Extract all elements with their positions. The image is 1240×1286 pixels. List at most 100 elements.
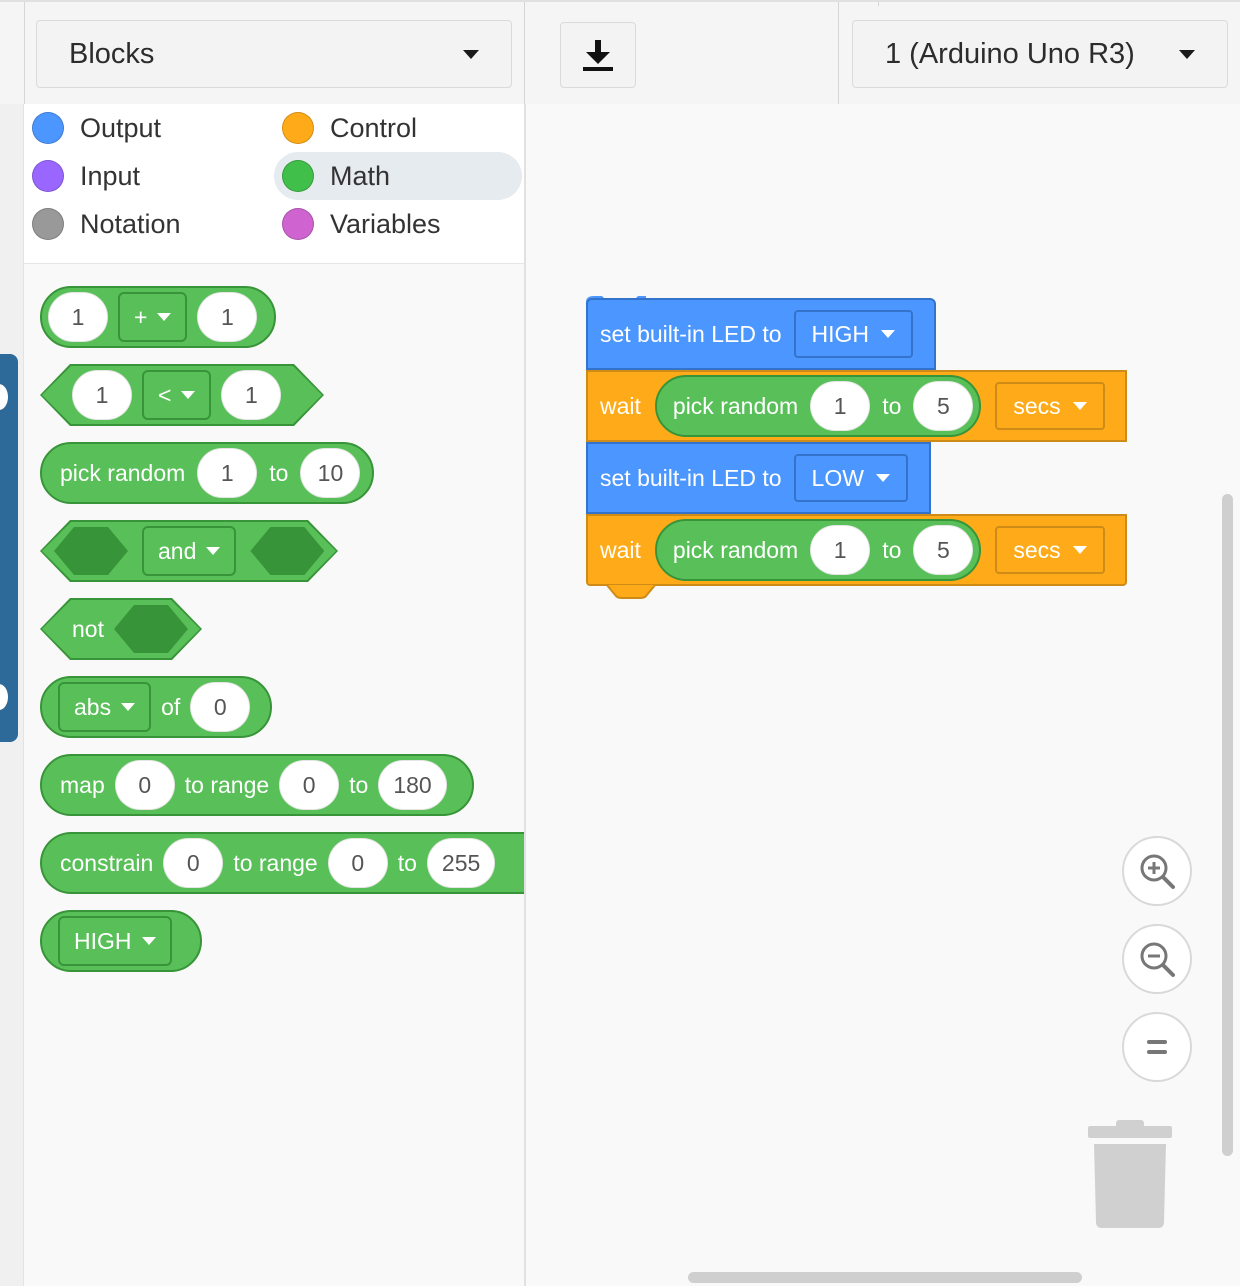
variables-category-icon bbox=[282, 208, 314, 240]
block-label: of bbox=[161, 693, 181, 720]
map-block[interactable]: map 0 to range 0 to 180 bbox=[40, 754, 474, 816]
wait-block-2[interactable]: wait pick random 1 to 5 secs bbox=[586, 514, 1127, 586]
and-dropdown[interactable]: and bbox=[142, 526, 236, 576]
control-category-icon bbox=[282, 112, 314, 144]
number-input[interactable]: 0 bbox=[190, 682, 251, 732]
and-block[interactable]: and bbox=[40, 520, 338, 582]
category-label: Notation bbox=[80, 208, 181, 239]
value-dropdown[interactable]: HIGH bbox=[58, 916, 172, 966]
zoom-in-button[interactable] bbox=[1122, 836, 1192, 906]
number-input[interactable]: 5 bbox=[913, 381, 974, 431]
block-label: to bbox=[882, 536, 902, 563]
pick-random-reporter[interactable]: pick random 1 to 5 bbox=[654, 375, 982, 437]
equals-icon bbox=[1147, 1040, 1167, 1054]
math-category-icon bbox=[282, 160, 314, 192]
category-label: Input bbox=[80, 160, 141, 191]
time-unit-dropdown[interactable]: secs bbox=[995, 526, 1105, 574]
script-workspace[interactable] bbox=[526, 104, 1240, 1286]
bottom-notch bbox=[606, 584, 656, 599]
operator-dropdown[interactable]: < bbox=[142, 370, 211, 420]
boolean-slot[interactable] bbox=[114, 605, 188, 653]
time-unit-dropdown[interactable]: secs bbox=[995, 382, 1105, 430]
toolbar: Blocks 1 (Arduino Uno R3) bbox=[0, 0, 1240, 106]
notation-category-icon bbox=[32, 208, 64, 240]
not-block[interactable]: not bbox=[40, 598, 202, 660]
high-low-block[interactable]: HIGH bbox=[40, 910, 202, 972]
vertical-scrollbar[interactable] bbox=[1222, 494, 1233, 1156]
device-dropdown[interactable]: 1 (Arduino Uno R3) bbox=[852, 20, 1228, 88]
operator-label: < bbox=[158, 381, 172, 408]
category-notation[interactable]: Notation bbox=[24, 200, 264, 248]
category-control[interactable]: Control bbox=[274, 104, 522, 152]
pick-random-reporter[interactable]: pick random 1 to 5 bbox=[654, 519, 982, 581]
led-state-dropdown[interactable]: LOW bbox=[793, 454, 908, 502]
dropdown-value: HIGH bbox=[811, 320, 870, 347]
toolbar-divider bbox=[24, 2, 25, 106]
number-input[interactable]: 1 bbox=[221, 370, 281, 420]
block-label: pick random bbox=[672, 536, 799, 563]
led-state-dropdown[interactable]: HIGH bbox=[793, 310, 914, 358]
value-label: HIGH bbox=[74, 927, 132, 954]
constrain-block[interactable]: constrain 0 to range 0 to 255 bbox=[40, 832, 524, 894]
boolean-slot[interactable] bbox=[54, 527, 128, 575]
category-output[interactable]: Output bbox=[24, 104, 264, 152]
download-button[interactable] bbox=[560, 22, 636, 88]
chevron-down-icon bbox=[1072, 546, 1087, 554]
number-input[interactable]: 5 bbox=[913, 525, 974, 575]
wait-block-1[interactable]: wait pick random 1 to 5 secs bbox=[586, 370, 1127, 442]
number-input[interactable]: 0 bbox=[327, 838, 388, 888]
number-input[interactable]: 1 bbox=[810, 381, 871, 431]
block-label: to bbox=[397, 849, 417, 876]
dropdown-value: secs bbox=[1013, 536, 1061, 563]
zoom-reset-button[interactable] bbox=[1122, 1012, 1192, 1082]
chevron-down-icon bbox=[463, 49, 479, 59]
add-block[interactable]: 1 + 1 bbox=[40, 286, 276, 348]
number-input[interactable]: 10 bbox=[300, 448, 361, 498]
block-label: pick random bbox=[672, 392, 799, 419]
number-input[interactable]: 1 bbox=[48, 292, 108, 342]
operator-label: abs bbox=[74, 693, 112, 720]
horizontal-scrollbar[interactable] bbox=[688, 1272, 1082, 1283]
set-led-block-low[interactable]: set built-in LED to LOW bbox=[586, 442, 931, 514]
category-label: Variables bbox=[330, 208, 441, 239]
number-input[interactable]: 1 bbox=[810, 525, 871, 575]
zoom-out-button[interactable] bbox=[1122, 924, 1192, 994]
zoom-in-icon bbox=[1140, 854, 1175, 889]
blocks-dropdown-label: Blocks bbox=[69, 37, 155, 70]
operator-dropdown[interactable]: + bbox=[118, 292, 188, 342]
category-input[interactable]: Input bbox=[24, 152, 264, 200]
number-input[interactable]: 0 bbox=[279, 760, 340, 810]
number-input[interactable]: 1 bbox=[72, 370, 132, 420]
category-label: Math bbox=[330, 160, 391, 191]
number-input[interactable]: 0 bbox=[114, 760, 175, 810]
block-label: constrain bbox=[60, 849, 154, 876]
chevron-down-icon bbox=[875, 474, 890, 482]
sprite-knob-top bbox=[0, 382, 10, 412]
zoom-out-icon bbox=[1140, 942, 1175, 977]
compare-block[interactable]: 1 < 1 bbox=[40, 364, 324, 426]
number-input[interactable]: 255 bbox=[426, 838, 496, 888]
chevron-down-icon bbox=[141, 937, 156, 945]
chevron-down-icon bbox=[206, 547, 220, 555]
operator-label: and bbox=[158, 537, 197, 564]
pick-random-block[interactable]: pick random 1 to 10 bbox=[40, 442, 374, 504]
category-variables[interactable]: Variables bbox=[274, 200, 522, 248]
trash-icon[interactable] bbox=[1086, 1118, 1174, 1230]
category-menu: Output Control Input Math Notation Varia… bbox=[24, 104, 524, 264]
block-label: to bbox=[269, 459, 289, 486]
block-label: to bbox=[349, 771, 369, 798]
number-input[interactable]: 0 bbox=[163, 838, 224, 888]
number-input[interactable]: 1 bbox=[197, 448, 258, 498]
number-input[interactable]: 1 bbox=[197, 292, 258, 342]
block-label: to bbox=[882, 392, 902, 419]
chevron-down-icon bbox=[1179, 49, 1195, 59]
boolean-slot[interactable] bbox=[250, 527, 324, 575]
operator-label: + bbox=[134, 303, 148, 330]
sprite-panel-edge[interactable] bbox=[0, 354, 18, 742]
abs-block[interactable]: abs of 0 bbox=[40, 676, 272, 738]
number-input[interactable]: 180 bbox=[378, 760, 447, 810]
math-function-dropdown[interactable]: abs bbox=[58, 682, 152, 732]
blocks-dropdown[interactable]: Blocks bbox=[36, 20, 512, 88]
set-led-block-high[interactable]: set built-in LED to HIGH bbox=[586, 298, 936, 370]
category-math[interactable]: Math bbox=[274, 152, 522, 200]
